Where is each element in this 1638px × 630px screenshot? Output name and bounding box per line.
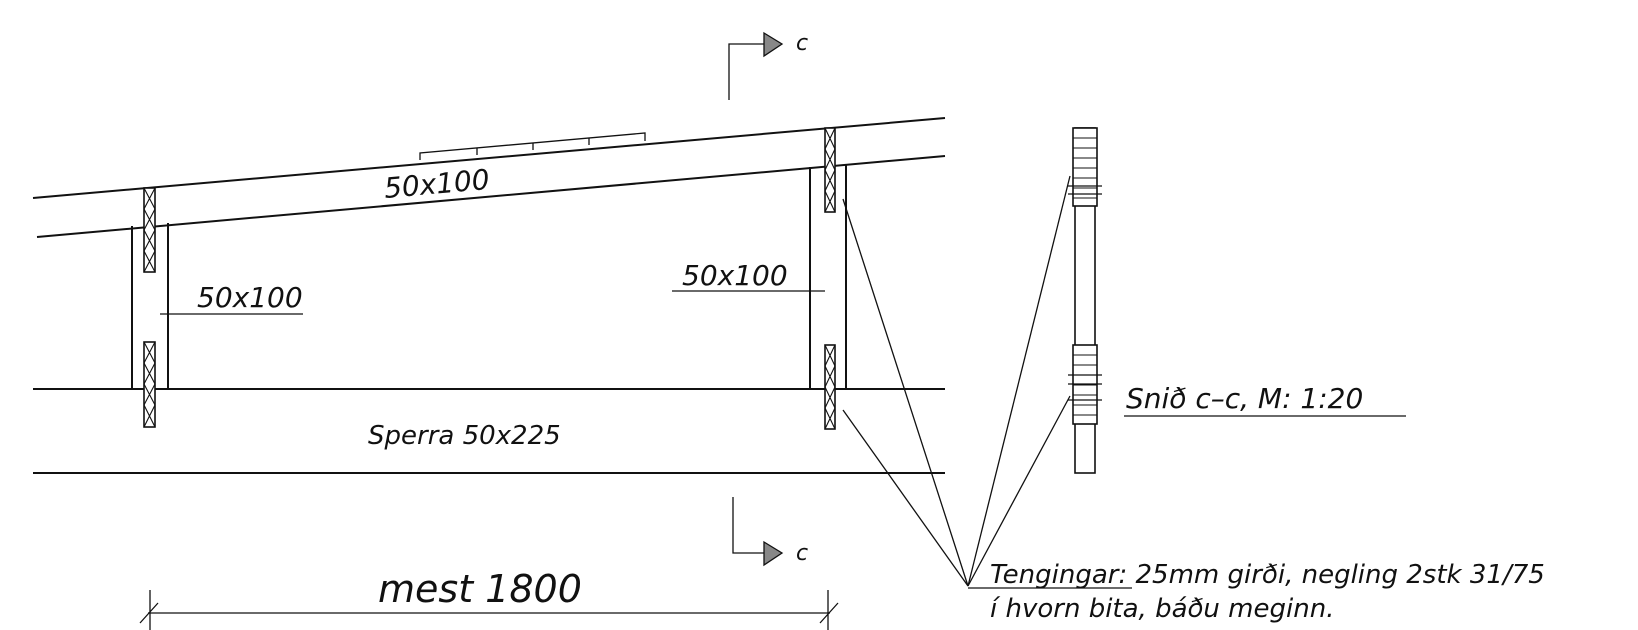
dimension-label: mest 1800 [378,567,582,611]
section-marker-top: c [728,31,808,100]
rafter-label: Sperra 50x225 [368,421,561,451]
connection-note-heading: Tengingar: [990,560,1127,590]
section-marker-top-label: c [796,31,808,56]
left-post [131,223,169,389]
connection-note-line2: í hvorn bita, báðu meginn. [990,594,1334,624]
right-post-label: 50x100 [682,259,788,292]
rafter-beam [33,388,945,474]
gusset-plate-right-top [824,127,836,213]
sloped-top-member [32,117,946,238]
left-post-label: 50x100 [197,281,303,314]
section-marker-bottom-label: c [796,541,808,566]
connection-leader-lines [842,175,1071,587]
gusset-plate-left-top [143,187,156,273]
section-title: Snið c–c, M: 1:20 [1126,382,1363,415]
section-marker-bottom: c [732,497,808,567]
gusset-plate-right-bottom [824,344,836,430]
dimension-line [139,590,839,630]
connection-note-line1: Tengingar: 25mm girði, negling 2stk 31/7… [990,560,1545,590]
section-cc-drawing [1068,127,1102,474]
connection-note-text: 25mm girði, negling 2stk 31/75 [1127,560,1545,590]
right-post [809,164,847,389]
gusset-plate-left-bottom [143,341,156,428]
